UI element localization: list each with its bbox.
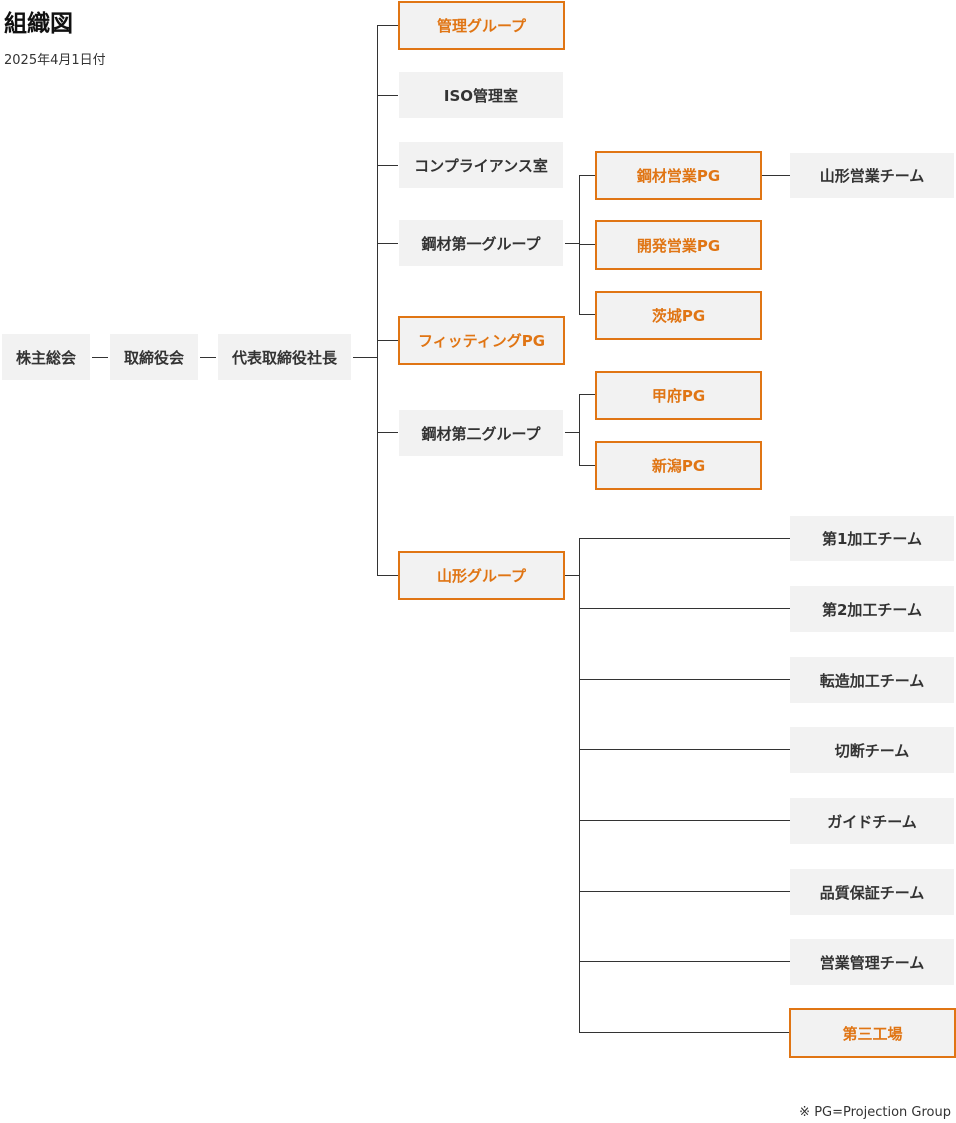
line-yamagata-team-6	[579, 891, 790, 892]
line-steel1-out	[565, 243, 579, 244]
line-yamagata-vertical	[579, 538, 580, 1033]
line-trunk-iso	[377, 95, 398, 96]
org-box-third-factory: 第三工場	[789, 1008, 956, 1058]
line-yamagata-team-2	[579, 608, 790, 609]
org-box-yamagata-team: ガイドチーム	[790, 798, 954, 844]
line-root-board	[92, 357, 108, 358]
line-yamagata-team-3	[579, 679, 790, 680]
line-steel1-ibaraki	[579, 314, 595, 315]
org-box-fitting-pg: フィッティングPG	[398, 316, 565, 365]
line-steel2-kofu	[579, 394, 595, 395]
line-yamagata-team-8	[579, 1032, 790, 1033]
org-box-kofu-pg: 甲府PG	[595, 371, 762, 420]
line-yamagata-out	[565, 575, 579, 576]
org-box-niigata-pg: 新潟PG	[595, 441, 762, 490]
line-trunk-steel1	[377, 243, 398, 244]
org-box-yamagata-team: 第1加工チーム	[790, 516, 954, 561]
org-box-yamagata-team: 転造加工チーム	[790, 657, 954, 703]
line-steel2-out	[565, 432, 579, 433]
line-trunk-fitting	[377, 340, 398, 341]
line-steel1-dev	[579, 244, 595, 245]
org-box-yamagata-team: 品質保証チーム	[790, 869, 954, 915]
line-trunk-compliance	[377, 165, 398, 166]
line-yamagata-team-7	[579, 961, 790, 962]
line-steel2-niigata	[579, 465, 595, 466]
org-box-yamagata-group: 山形グループ	[398, 551, 565, 600]
org-box-kanri-group: 管理グループ	[398, 1, 565, 50]
page-title: 組織図	[4, 11, 73, 37]
org-box-steel-sales-pg: 鋼材営業PG	[595, 151, 762, 200]
org-box-iso-office: ISO管理室	[399, 72, 563, 118]
effective-date: 2025年4月1日付	[4, 53, 106, 68]
org-box-board: 取締役会	[110, 334, 198, 380]
line-yamagata-team-5	[579, 820, 790, 821]
line-president-trunk	[353, 357, 377, 358]
line-trunk-kanri	[377, 25, 398, 26]
org-box-steel2-group: 鋼材第二グループ	[399, 410, 563, 456]
line-yamagata-team-4	[579, 749, 790, 750]
line-trunk-steel2	[377, 432, 398, 433]
org-box-steel1-group: 鋼材第一グループ	[399, 220, 563, 266]
line-yamagata-team-1	[579, 538, 790, 539]
org-box-shareholders-meeting: 株主総会	[2, 334, 90, 380]
org-box-yamagata-sales-team: 山形営業チーム	[790, 153, 954, 198]
org-box-president: 代表取締役社長	[218, 334, 351, 380]
line-trunk-yamagata	[377, 575, 398, 576]
line-steel2-vertical	[579, 394, 580, 465]
org-box-yamagata-team: 第2加工チーム	[790, 586, 954, 632]
org-box-dev-sales-pg: 開発営業PG	[595, 220, 762, 270]
line-trunk-vertical	[377, 25, 378, 575]
footnote: ※ PG=Projection Group	[799, 1105, 951, 1120]
org-box-compliance-office: コンプライアンス室	[399, 142, 563, 188]
org-box-ibaraki-pg: 茨城PG	[595, 291, 762, 340]
org-box-yamagata-team: 営業管理チーム	[790, 939, 954, 985]
line-board-president	[200, 357, 216, 358]
line-sales-yamagata-team	[762, 175, 790, 176]
line-steel1-sales	[579, 175, 595, 176]
org-box-yamagata-team: 切断チーム	[790, 727, 954, 773]
line-steel1-vertical	[579, 175, 580, 315]
